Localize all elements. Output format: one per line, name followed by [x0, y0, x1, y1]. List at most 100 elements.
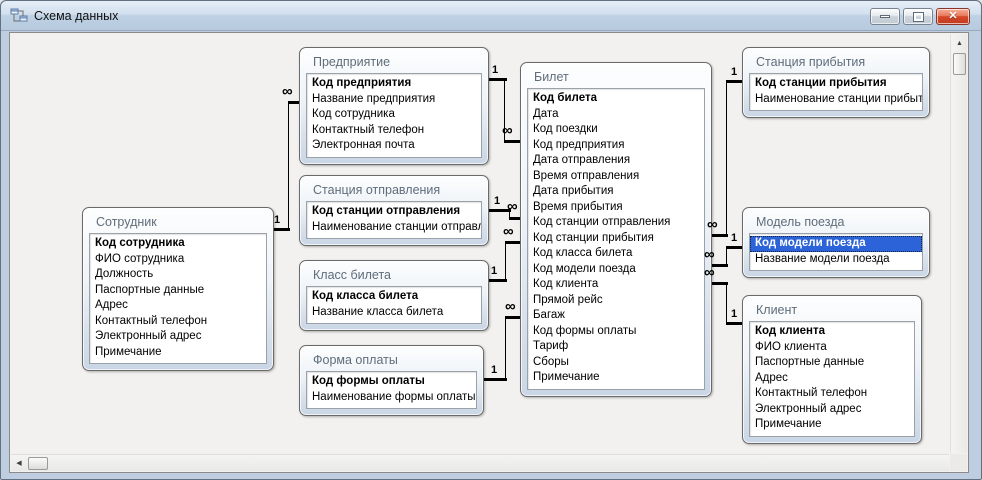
field-row[interactable]: Наименование станции отправле: [312, 220, 481, 233]
field-row[interactable]: Код станции отправления: [312, 205, 461, 217]
vertical-scrollbar[interactable]: ▲: [950, 34, 967, 453]
field-row[interactable]: Контактный телефон: [95, 314, 208, 327]
horizontal-scrollbar[interactable]: ◀: [11, 454, 949, 471]
field-row[interactable]: Дата отправления: [533, 154, 631, 166]
field-row[interactable]: Электронный адрес: [755, 402, 862, 415]
field-row[interactable]: Время отправления: [533, 169, 640, 182]
field-row[interactable]: Паспортные данные: [95, 283, 205, 296]
relation-line-stanciya-pribytiya-bilet[interactable]: [726, 80, 727, 237]
field-row[interactable]: Код предприятия: [533, 138, 625, 151]
field-row[interactable]: Контактный телефон: [312, 123, 425, 136]
field-row[interactable]: Код формы оплаты: [533, 324, 637, 337]
field-row[interactable]: Код поездки: [533, 123, 598, 135]
field-row[interactable]: Название модели поезда: [755, 252, 890, 265]
relation-line-model-poezda-bilet[interactable]: [726, 246, 727, 267]
relation-line-klient-bilet[interactable]: [726, 282, 727, 325]
relation-line-stanciya-pribytiya-bilet[interactable]: [712, 234, 728, 237]
field-row[interactable]: Примечание: [533, 371, 600, 383]
field-row[interactable]: Название класса билета: [312, 305, 444, 318]
relation-line-stanciya-otpravleniya-bilet[interactable]: [509, 217, 520, 220]
field-row[interactable]: Сборы: [533, 355, 569, 368]
field-row[interactable]: Код класса билета: [312, 290, 419, 302]
one-label: 1: [731, 308, 738, 320]
field-row[interactable]: Дата прибытия: [533, 185, 614, 197]
field-row[interactable]: Багаж: [533, 309, 565, 321]
field-row[interactable]: Прямой рейс: [533, 293, 603, 306]
relation-line-sotrudnik-predpriyatie[interactable]: [288, 101, 299, 104]
relation-line-forma-oplaty-bilet[interactable]: [505, 316, 520, 319]
scroll-left-icon: ◀: [16, 459, 22, 467]
relation-line-klass-bileta-bilet[interactable]: [505, 241, 520, 244]
field-row[interactable]: Адрес: [95, 299, 128, 311]
relation-line-predpriyatie-bilet[interactable]: [504, 78, 505, 143]
field-row[interactable]: Код станции отправления: [533, 216, 671, 228]
field-row[interactable]: Код модели поезда: [750, 236, 922, 252]
titlebar[interactable]: Схема данных ✕: [1, 1, 981, 31]
field-row[interactable]: Код сотрудника: [95, 237, 185, 249]
field-row[interactable]: Наименование станции прибытия: [755, 92, 922, 105]
field-row[interactable]: ФИО сотрудника: [95, 252, 185, 265]
field-row[interactable]: Код модели поезда: [533, 262, 636, 275]
field-row[interactable]: Наименование формы оплаты: [312, 390, 476, 403]
relation-line-stanciya-otpravleniya-bilet[interactable]: [489, 209, 511, 212]
relation-line-predpriyatie-bilet[interactable]: [489, 78, 507, 81]
field-row[interactable]: Должность: [95, 268, 154, 280]
relation-line-klient-bilet[interactable]: [726, 322, 742, 325]
scroll-left-button[interactable]: ◀: [11, 456, 27, 471]
field-row[interactable]: Контактный телефон: [755, 387, 868, 399]
relation-line-sotrudnik-predpriyatie[interactable]: [288, 101, 289, 231]
field-row[interactable]: Код станции прибытия: [533, 231, 654, 244]
restore-button[interactable]: [903, 8, 933, 25]
many-label: ∞: [707, 216, 718, 233]
field-row[interactable]: Код предприятия: [312, 77, 412, 89]
relation-line-forma-oplaty-bilet[interactable]: [484, 378, 507, 381]
relation-line-stanciya-pribytiya-bilet[interactable]: [726, 80, 742, 83]
field-row[interactable]: Электронный адрес: [95, 330, 202, 342]
relation-line-forma-oplaty-bilet[interactable]: [505, 316, 506, 381]
field-row[interactable]: Примечание: [95, 345, 162, 358]
field-row[interactable]: Код сотрудника: [312, 108, 395, 120]
close-button[interactable]: ✕: [936, 8, 970, 25]
relation-line-sotrudnik-predpriyatie[interactable]: [274, 228, 290, 231]
relation-line-klass-bileta-bilet[interactable]: [489, 279, 507, 282]
relation-line-model-poezda-bilet[interactable]: [712, 264, 728, 267]
field-row[interactable]: Примечание: [755, 418, 822, 430]
scroll-up-button[interactable]: ▲: [951, 36, 968, 51]
field-row[interactable]: Время прибытия: [533, 200, 623, 213]
relation-line-model-poezda-bilet[interactable]: [726, 246, 742, 249]
horizontal-scroll-thumb[interactable]: [28, 457, 48, 470]
field-row[interactable]: Код билета: [533, 92, 597, 104]
field-row[interactable]: ФИО клиента: [755, 340, 827, 353]
relation-line-predpriyatie-bilet[interactable]: [504, 140, 520, 143]
field-row[interactable]: Код класса билета: [533, 247, 633, 259]
vertical-scroll-thumb[interactable]: [953, 53, 966, 75]
field-row[interactable]: Паспортные данные: [755, 356, 865, 368]
field-row[interactable]: Код станции прибытия: [755, 77, 887, 89]
relation-line-stanciya-otpravleniya-bilet[interactable]: [509, 209, 510, 220]
many-label: ∞: [502, 122, 513, 139]
field-row[interactable]: Код формы оплаты: [312, 375, 425, 387]
field-row[interactable]: Электронная почта: [312, 139, 415, 151]
relation-line-klient-bilet[interactable]: [712, 282, 728, 285]
relation-line-klass-bileta-bilet[interactable]: [505, 241, 506, 282]
field-row[interactable]: Адрес: [755, 371, 788, 384]
minimize-button[interactable]: [870, 8, 900, 25]
field-row[interactable]: Код клиента: [755, 325, 826, 337]
field-row[interactable]: Название предприятия: [312, 92, 436, 105]
field-row[interactable]: Тариф: [533, 340, 569, 352]
minimize-icon: [880, 15, 890, 18]
window-title: Схема данных: [34, 8, 119, 23]
field-row[interactable]: Дата: [533, 107, 559, 120]
field-row[interactable]: Код клиента: [533, 278, 599, 290]
